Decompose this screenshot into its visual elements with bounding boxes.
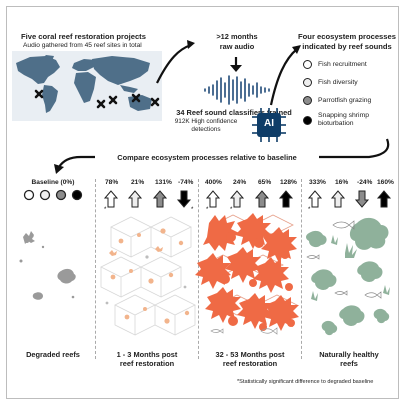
significance-star: * (206, 207, 209, 213)
process-title-line1: Four ecosystem processes (298, 32, 396, 41)
legend-dot-grey (303, 95, 312, 105)
significance-star: * (230, 207, 233, 213)
up-arrow-icon (254, 190, 270, 208)
legend-label: Fish recruitment (318, 60, 367, 68)
panel-divider (95, 179, 96, 359)
value-fish-diversity: 24% (233, 179, 247, 186)
arrows-panel-healthy: * (307, 190, 392, 213)
site-markers (34, 89, 160, 109)
rubble (105, 255, 187, 305)
audio-title: >12 months (216, 32, 258, 41)
compare-label: Compare ecosystem processes relative to … (95, 153, 319, 162)
up-arrow-icon (229, 190, 245, 208)
classifier-title: 34 Reef sound classifiers trained (176, 108, 292, 117)
value-fish-diversity: 21% (131, 179, 145, 186)
up-arrow-icon (278, 190, 294, 208)
young-restoration-illustration (100, 216, 196, 336)
healthy-reef-illustration (306, 217, 390, 336)
figure-frame: Five coral reef restoration projects Aud… (6, 6, 399, 399)
legend-item-fish-diversity: Fish diversity (303, 74, 358, 90)
up-arrow-icon (205, 190, 221, 208)
panel-divider (301, 179, 302, 359)
baseline-dots (23, 189, 83, 201)
waveform-icon (204, 75, 270, 105)
site-marker-east-africa (96, 99, 106, 109)
projects-title: Five coral reef restoration projects (21, 32, 146, 41)
legend-item-snapping-shrimp: Snapping shrimp bioturbation (303, 110, 369, 130)
site-marker-maldives (108, 95, 118, 105)
mature-restoration-illustration (195, 213, 299, 335)
south-america (42, 85, 58, 113)
panel-title-degraded: Degraded reefs (26, 350, 80, 359)
projects-subtitle: Audio gathered from 45 reef sites in tot… (23, 42, 142, 49)
world-map (12, 51, 162, 121)
up-arrow-icon (307, 190, 323, 208)
arrow-ai-to-processes (269, 45, 301, 106)
significance-star: * (191, 207, 194, 213)
process-title-line2: indicated by reef sounds (302, 42, 392, 51)
coral-colonies (195, 213, 299, 331)
indonesia (120, 85, 138, 93)
ai-chip-icon (252, 108, 286, 142)
baseline-label: Baseline (0%) (31, 179, 75, 186)
europe (72, 59, 96, 71)
arrows-panel-32-53-months: * * (205, 190, 294, 213)
value-snapping-shrimp: 128% (280, 179, 297, 186)
legend-item-parrotfish-grazing: Parrotfish grazing (303, 92, 371, 108)
up-arrow-icon (103, 190, 119, 208)
degraded-reef-illustration (19, 231, 76, 300)
fish-outlines (306, 220, 382, 299)
africa (74, 72, 96, 103)
up-arrow-icon (330, 190, 346, 208)
legend-item-fish-recruitment: Fish recruitment (303, 56, 367, 72)
coral-fragments (109, 228, 190, 324)
panel-divider (198, 179, 199, 359)
footnote: *Statistically significant difference to… (237, 379, 374, 385)
restoration-frames (100, 216, 196, 336)
legend-dot-white (303, 59, 312, 69)
value-fish-recruitment: 400% (205, 179, 222, 186)
ai-label: AI (264, 118, 274, 129)
up-arrow-icon (127, 190, 143, 208)
healthy-corals (306, 217, 390, 336)
legend-label: Fish diversity (318, 78, 358, 86)
down-arrow-icon (176, 190, 192, 208)
fish-outlines (210, 327, 278, 335)
value-snapping-shrimp: 160% (377, 179, 394, 186)
panel-title-32-53-months: 32 - 53 Months post reef restoration (215, 350, 285, 368)
value-fish-diversity: 16% (335, 179, 349, 186)
classifier-subtitle: 912K High confidence detections (174, 118, 238, 133)
legend-label: Snapping shrimp bioturbation (318, 112, 370, 127)
value-parrotfish-grazing: 65% (258, 179, 272, 186)
asia (92, 56, 150, 85)
value-parrotfish-grazing: 131% (155, 179, 172, 186)
legend-label: Parrotfish grazing (318, 96, 372, 104)
value-fish-recruitment: 333% (309, 179, 326, 186)
site-marker-indonesia (131, 93, 141, 103)
up-arrow-icon (376, 190, 392, 208)
value-parrotfish-grazing: -24% (357, 179, 373, 186)
panel-title-1-3-months: 1 - 3 Months post reef restoration (116, 350, 178, 368)
site-marker-caribbean (34, 89, 44, 99)
north-america (16, 56, 60, 84)
significance-star: * (104, 207, 107, 213)
value-snapping-shrimp: -74% (178, 179, 194, 186)
panel-title-healthy: Naturally healthy reefs (319, 350, 379, 368)
greenland (40, 55, 54, 61)
arrows-panel-1-3-months: * * (103, 190, 194, 213)
down-arrow-icon (354, 190, 370, 208)
down-arrow-audio (230, 57, 242, 72)
legend-dot-light (303, 77, 312, 87)
legend-dot-black (303, 115, 312, 125)
significance-star: * (308, 207, 311, 213)
arrow-map-to-audio (156, 40, 195, 84)
site-marker-australia (150, 97, 160, 107)
up-arrow-icon (152, 190, 168, 208)
audio-subtitle: raw audio (219, 42, 255, 51)
value-fish-recruitment: 78% (105, 179, 119, 186)
